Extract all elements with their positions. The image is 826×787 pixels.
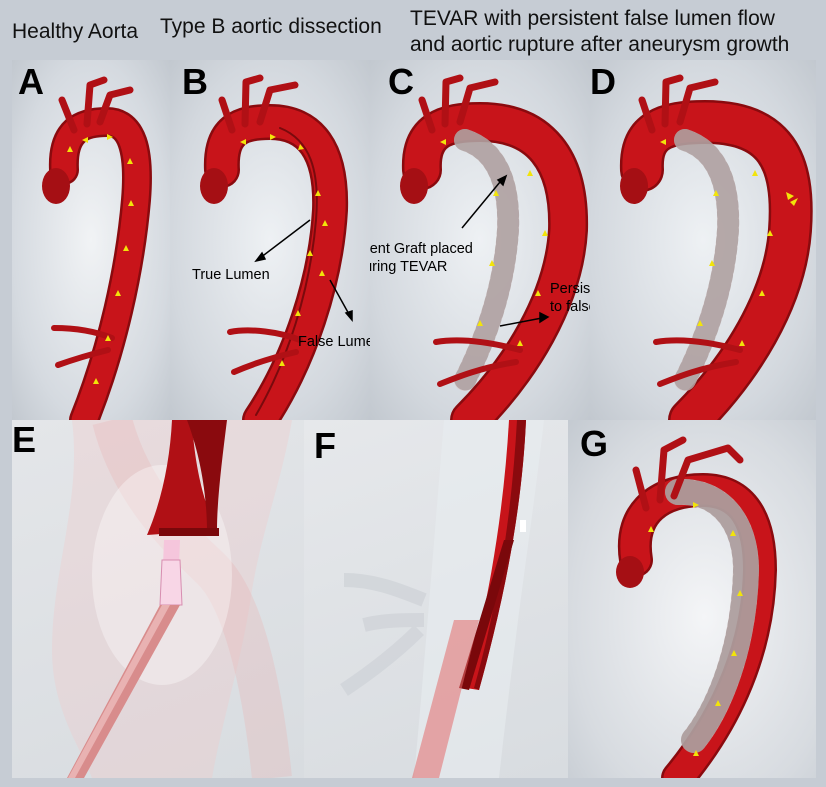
repaired-aorta-illustration xyxy=(616,436,777,778)
annotation-true-lumen: True Lumen xyxy=(192,267,270,283)
annotation-false-lumen: False Lumen xyxy=(298,334,370,350)
aneurysm-rupture-illustration xyxy=(619,74,813,420)
header-tevar-line2: and aortic rupture after aneurysm growth xyxy=(410,33,790,56)
panel-label-c: C xyxy=(388,61,414,102)
healthy-aorta-illustration xyxy=(42,76,152,420)
panel-label-f: F xyxy=(314,425,336,466)
panel-label-e: E xyxy=(12,420,37,460)
header-type-b-dissection: Type B aortic dissection xyxy=(160,15,382,38)
annotation-persist-line1: Persistent blood flow xyxy=(550,281,590,297)
header-healthy-aorta: Healthy Aorta xyxy=(12,20,139,43)
annotation-persist-line2: to false lumen xyxy=(550,299,590,315)
panel-label-g: G xyxy=(580,423,609,464)
panel-e: E xyxy=(12,420,304,778)
annotation-stent-line2: during TEVAR xyxy=(370,259,448,275)
panel-g: G xyxy=(568,420,816,778)
header-tevar-line1: TEVAR with persistent false lumen flow xyxy=(410,7,775,30)
panel-label-d: D xyxy=(590,61,616,102)
panel-c: C Stent Graft placed during TEVAR Persis… xyxy=(370,60,590,420)
panel-d: D xyxy=(590,60,816,420)
tevar-persistent-flow-illustration xyxy=(400,74,589,420)
panel-a: A xyxy=(12,60,170,420)
annotation-stent-line1: Stent Graft placed xyxy=(370,241,473,257)
catheter-delivery-illustration xyxy=(52,420,292,778)
panel-label-a: A xyxy=(18,61,44,102)
panel-label-b: B xyxy=(182,61,208,102)
panel-f: F xyxy=(304,420,568,778)
stent-deployment-illustration xyxy=(340,420,544,778)
type-b-dissection-illustration xyxy=(200,74,353,420)
panel-b: B True Lumen False Lumen xyxy=(170,60,370,420)
